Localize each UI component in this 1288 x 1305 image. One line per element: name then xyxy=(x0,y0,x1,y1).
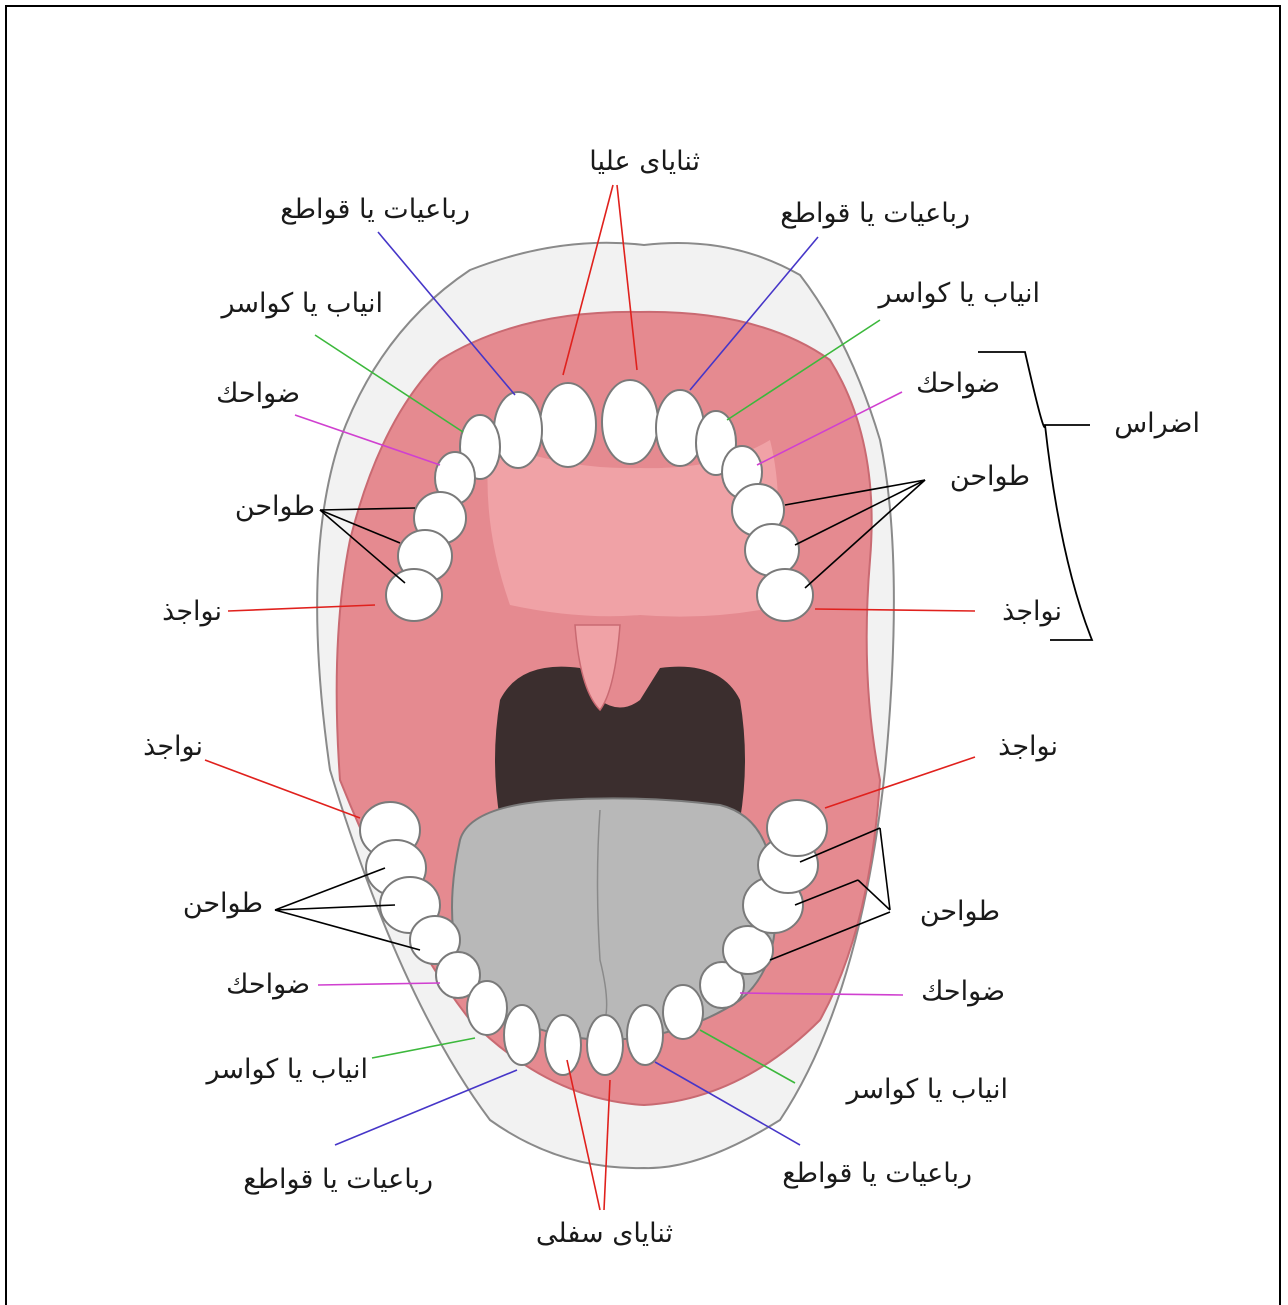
label-upper-premolar-right: ضواحك xyxy=(916,368,1000,399)
label-upper-canine-left: انیاب یا کواسر xyxy=(219,288,383,319)
label-lower-molars-left: طواحن xyxy=(183,888,263,919)
label-lower-canine-right: انیاب یا کواسر xyxy=(844,1074,1008,1105)
tooth-lower-lateral-r xyxy=(627,1005,663,1065)
line-lower-molar-l1 xyxy=(275,868,385,910)
label-lower-canine-left: انیاب یا کواسر xyxy=(204,1054,368,1085)
tooth-upper-molar-r2 xyxy=(745,524,799,576)
label-upper-molars-left: طواحن xyxy=(235,491,315,522)
tooth-upper-molar-r3 xyxy=(757,569,813,621)
label-molars-group: اضراس xyxy=(1114,408,1200,439)
label-lower-lateral-left: رباعیات یا قواطع xyxy=(243,1164,433,1195)
label-upper-wisdom-right: نواجذ xyxy=(1002,596,1062,627)
label-lower-wisdom-right: نواجذ xyxy=(998,731,1058,762)
label-upper-lateral-incisors-right: رباعیات یا قواطع xyxy=(780,198,970,229)
label-upper-central-incisors: ثنایای علیا xyxy=(589,146,700,177)
label-lower-wisdom-left: نواجذ xyxy=(143,731,203,762)
label-upper-molars-right: طواحن xyxy=(950,461,1030,492)
tooth-upper-central-1 xyxy=(540,383,596,467)
tooth-upper-lateral-1 xyxy=(494,392,542,468)
label-lower-premolar-left: ضواحك xyxy=(226,969,310,1000)
label-upper-lateral-incisors-left: رباعیات یا قواطع xyxy=(280,194,470,225)
tooth-lower-lateral-l xyxy=(504,1005,540,1065)
line-lower-molar-r1 xyxy=(880,828,890,910)
label-lower-premolar-right: ضواحك xyxy=(921,976,1005,1007)
label-upper-premolar-left: ضواحك xyxy=(216,378,300,409)
tooth-lower-molar-r3 xyxy=(767,800,827,856)
label-upper-canine-right: انیاب یا کواسر xyxy=(876,278,1040,309)
label-lower-molars-right: طواحن xyxy=(920,896,1000,927)
label-lower-central-incisors: ثنایای سفلی xyxy=(536,1218,673,1249)
label-upper-wisdom-left: نواجذ xyxy=(162,596,222,627)
tooth-lower-canine-l xyxy=(467,981,507,1035)
tooth-upper-molar-l3 xyxy=(386,569,442,621)
label-lower-lateral-right: رباعیات یا قواطع xyxy=(782,1158,972,1189)
tooth-lower-central-2 xyxy=(587,1015,623,1075)
tooth-lower-central-1 xyxy=(545,1015,581,1075)
tooth-upper-central-2 xyxy=(602,380,658,464)
tooth-lower-canine-r xyxy=(663,985,703,1039)
